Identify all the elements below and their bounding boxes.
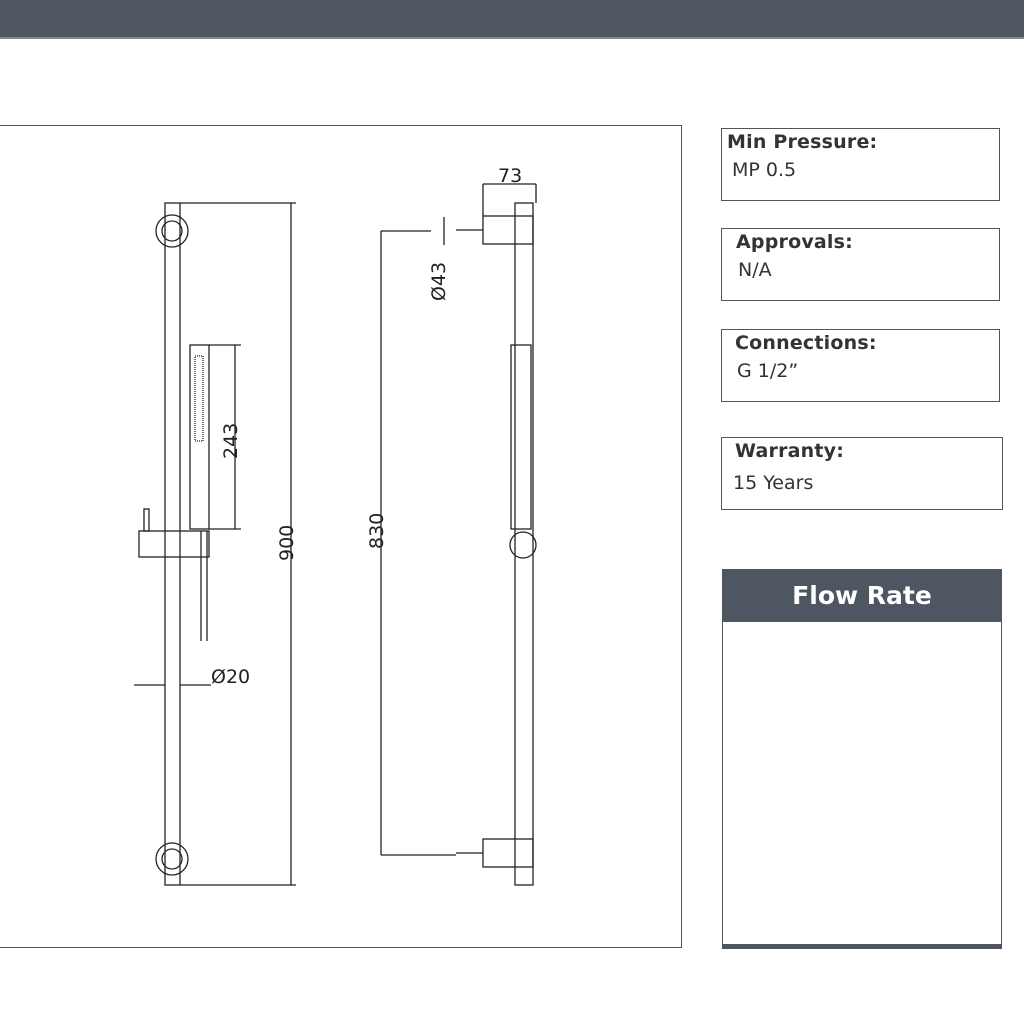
spec-label: Approvals: (736, 231, 853, 253)
side-handset (510, 344, 532, 530)
flow-rate-panel: Flow Rate (722, 569, 1002, 949)
header-bar (0, 0, 1024, 39)
wall-bracket-bottom (155, 842, 189, 876)
spec-approvals: Approvals: N/A (721, 228, 1000, 301)
flow-rate-title: Flow Rate (723, 570, 1001, 622)
spec-label: Warranty: (735, 440, 845, 462)
technical-drawing-panel: 900 243 Ø20 830 73 Ø43 (0, 125, 682, 948)
spec-value: MP 0.5 (732, 159, 797, 181)
spec-label: Min Pressure: (727, 131, 878, 153)
spec-value: 15 Years (733, 472, 814, 494)
spec-connections: Connections: G 1/2” (721, 329, 1000, 402)
wall-bracket-top (155, 214, 189, 248)
rail-side (514, 202, 534, 886)
spec-label: Connections: (735, 332, 877, 354)
side-bracket-top (482, 215, 534, 245)
dim-total-height: 900 (276, 525, 298, 561)
slider (138, 530, 210, 558)
spec-min-pressure: Min Pressure: MP 0.5 (721, 128, 1000, 201)
dim-bracket-spacing: 830 (366, 513, 388, 549)
dim-bracket-depth: 73 (498, 165, 522, 187)
side-slider (509, 531, 537, 559)
technical-drawing: 900 243 Ø20 830 73 Ø43 (134, 165, 537, 886)
dim-bracket-diameter: Ø43 (428, 262, 450, 301)
side-bracket-bottom (482, 838, 534, 868)
spec-value: N/A (738, 259, 772, 281)
dim-rail-diameter: Ø20 (211, 666, 250, 688)
rail-front (164, 202, 181, 886)
spec-value: G 1/2” (737, 360, 799, 382)
spec-warranty: Warranty: 15 Years (721, 437, 1003, 510)
handset (189, 344, 210, 530)
dim-handset-length: 243 (220, 423, 242, 459)
